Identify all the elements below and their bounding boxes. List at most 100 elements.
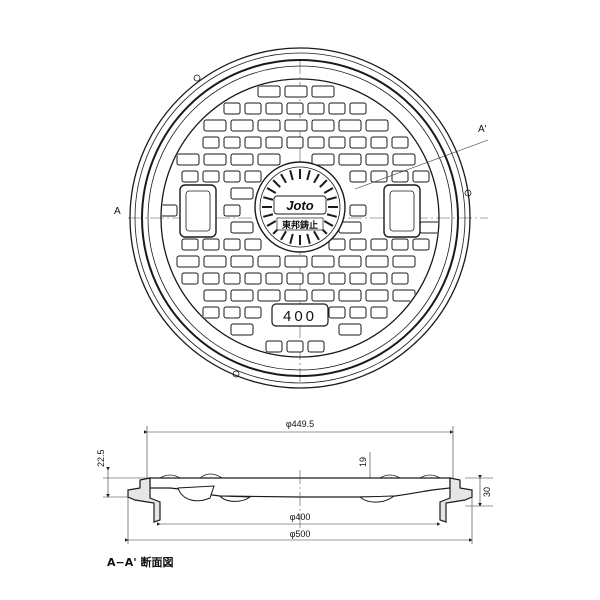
emblem-rays (262, 169, 338, 245)
tread-slot (365, 119, 389, 132)
tread-slot (230, 323, 254, 336)
emblem-ray (306, 233, 311, 244)
tread-slot (338, 153, 362, 166)
plan-view: Joto 東邦鋳止 400 A A' (114, 47, 489, 389)
size-plate (271, 303, 329, 327)
tread-slot (349, 272, 367, 285)
tread-slot (311, 85, 335, 98)
emblem-ray (323, 220, 334, 227)
logo-text: Joto (286, 198, 314, 213)
dim-height-left-label: 22.5 (96, 449, 106, 467)
emblem-ray (263, 196, 274, 201)
frame-inner-circle (134, 52, 466, 384)
emblem-ray (289, 170, 294, 181)
tread-slot (230, 289, 254, 302)
tread-slot (328, 102, 346, 115)
tread-slot (370, 238, 388, 251)
cover-section-rib-left (177, 485, 215, 502)
tread-slot (244, 170, 262, 183)
section-label-a: A (114, 206, 121, 217)
tread-slot (244, 136, 262, 149)
tread-slot (244, 238, 262, 251)
tread-slot (202, 238, 220, 251)
tread-slot (257, 289, 281, 302)
tread-slot (349, 306, 367, 319)
tread-slot (286, 102, 304, 115)
tread-slot (223, 102, 241, 115)
tread-slot (230, 153, 254, 166)
tread-slot (328, 306, 346, 319)
tread-slot (244, 306, 262, 319)
tread-slot (244, 102, 262, 115)
tread-slot (311, 255, 335, 268)
emblem-ray (326, 213, 337, 218)
emblem-ray (306, 170, 311, 181)
dim-top-label: φ449.5 (286, 419, 314, 429)
maker-plate (276, 217, 324, 231)
emblem-ray (313, 230, 320, 241)
tread-slot (284, 85, 308, 98)
tread-slot (349, 170, 367, 183)
tread-slot (391, 272, 409, 285)
section-label-a-prime: A' (478, 124, 487, 135)
tread-slot (257, 85, 281, 98)
tread-slot (307, 102, 325, 115)
frame-bolt-bottom (232, 370, 240, 378)
section-caption: A−A' 断面図 (107, 556, 174, 569)
tread-slot (392, 255, 416, 268)
maker-text: 東邦鋳止 (282, 219, 318, 230)
tread-slot (203, 153, 227, 166)
tread-slot (203, 255, 227, 268)
dim-outer-label: φ500 (290, 529, 311, 539)
tread-slot (286, 272, 304, 285)
tread-slot (338, 323, 362, 336)
pick-hole-left (179, 184, 217, 238)
tread-slot (202, 170, 220, 183)
tread-slot (338, 119, 362, 132)
cover-section-rib-mid (218, 495, 252, 502)
emblem-ray (319, 179, 328, 188)
cover-edge-circle (147, 65, 453, 371)
tread-slot (230, 255, 254, 268)
tread-slot (311, 119, 335, 132)
emblem-ray (323, 187, 334, 194)
size-text: 400 (283, 308, 317, 325)
tread-slot (202, 272, 220, 285)
tread-slot (412, 170, 430, 183)
tread-slot (244, 272, 262, 285)
tread-slot (392, 289, 416, 302)
emblem-ray (266, 187, 277, 194)
tread-slot (265, 102, 283, 115)
tread-slot (365, 289, 389, 302)
tread-slot (349, 136, 367, 149)
tread-slot (370, 272, 388, 285)
tread-slot (328, 238, 346, 251)
tread-slot (202, 136, 220, 149)
cover-section-rib-right (358, 495, 396, 503)
tread-slot (370, 136, 388, 149)
frame-bolt-top (193, 74, 201, 82)
tread-slot (307, 340, 325, 353)
tread-slot (230, 187, 254, 200)
tread-slot (203, 119, 227, 132)
tread-slot (162, 204, 178, 217)
tread-slot (284, 255, 308, 268)
emblem-ray (263, 213, 274, 218)
center-emblem-inner (259, 166, 341, 248)
tread-slot (307, 272, 325, 285)
dim-rib-label: 19 (358, 457, 368, 467)
tread-slot (176, 153, 200, 166)
dim-height-right-label: 30 (482, 487, 492, 497)
pick-hole-right (383, 184, 421, 238)
tread-slot (257, 119, 281, 132)
tread-slot (370, 170, 388, 183)
tread-slot (203, 289, 227, 302)
tread-slot (284, 289, 308, 302)
tread-slot (311, 289, 335, 302)
emblem-ray (266, 220, 277, 227)
logo-plate (273, 195, 327, 215)
frame-section-left (127, 477, 161, 523)
tread-slot (286, 340, 304, 353)
section-view: φ449.5 22.5 19 30 φ400 (96, 419, 493, 544)
